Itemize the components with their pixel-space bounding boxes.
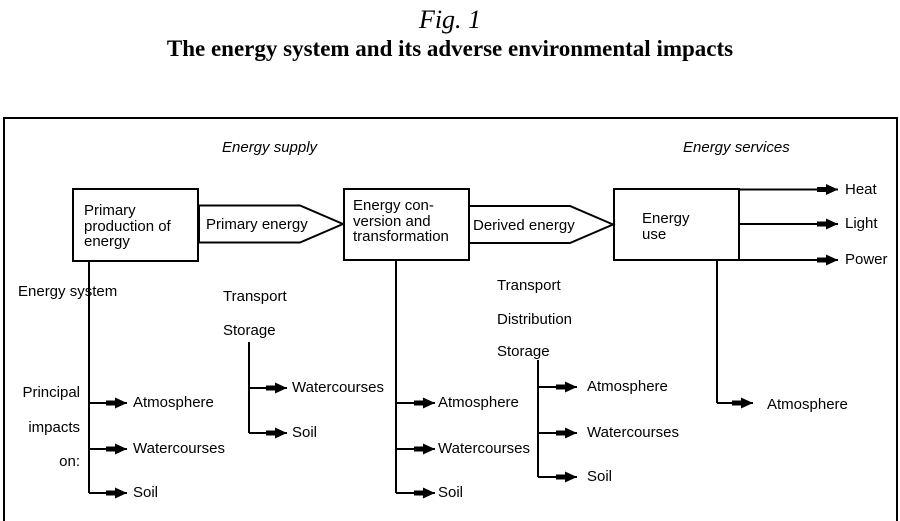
output-light: Light [845,215,878,232]
annotation-impacts: impacts [28,419,80,436]
flow-label-derived-energy: Derived energy [473,217,575,234]
impact-transport-watercourses: Watercourses [292,379,384,396]
figure-title: The energy system and its adverse enviro… [166,36,734,61]
impact-production-soil: Soil [133,484,159,501]
output-heat: Heat [845,181,877,198]
box-primary-production: Primary production of energy [72,188,199,262]
section-energy-supply: Energy supply [222,139,318,156]
impact-production-watercourses: Watercourses [133,440,225,457]
annotation-on: on: [59,453,80,470]
annotation-principal: Principal [22,384,80,401]
flow-label-primary-energy: Primary energy [206,216,308,233]
stage-distribution: Distribution [497,311,573,328]
stage-storage-2: Storage [497,343,550,360]
impact-distribution-watercourses: Watercourses [587,424,679,441]
impact-conversion-soil: Soil [438,484,464,501]
figure-number: Fig. 1 [418,5,482,34]
box-energy-use: Energy use [613,188,740,261]
impact-production-atmosphere: Atmosphere [133,394,214,411]
annotation-energy-system: Energy system [18,283,118,300]
stage-transport-2: Transport [497,277,561,294]
impact-transport-soil: Soil [292,424,318,441]
box-energy-conversion: Energy con- version and transformation [343,188,470,261]
impact-use-atmosphere: Atmosphere [767,396,848,413]
impact-conversion-atmosphere: Atmosphere [438,394,519,411]
stage-transport-1: Transport [223,288,287,305]
impact-conversion-watercourses: Watercourses [438,440,530,457]
stage-storage-1: Storage [223,322,276,339]
section-energy-services: Energy services [683,139,790,156]
impact-distribution-atmosphere: Atmosphere [587,378,668,395]
diagram-frame [3,117,898,521]
output-power: Power [845,251,888,268]
impact-distribution-soil: Soil [587,468,613,485]
